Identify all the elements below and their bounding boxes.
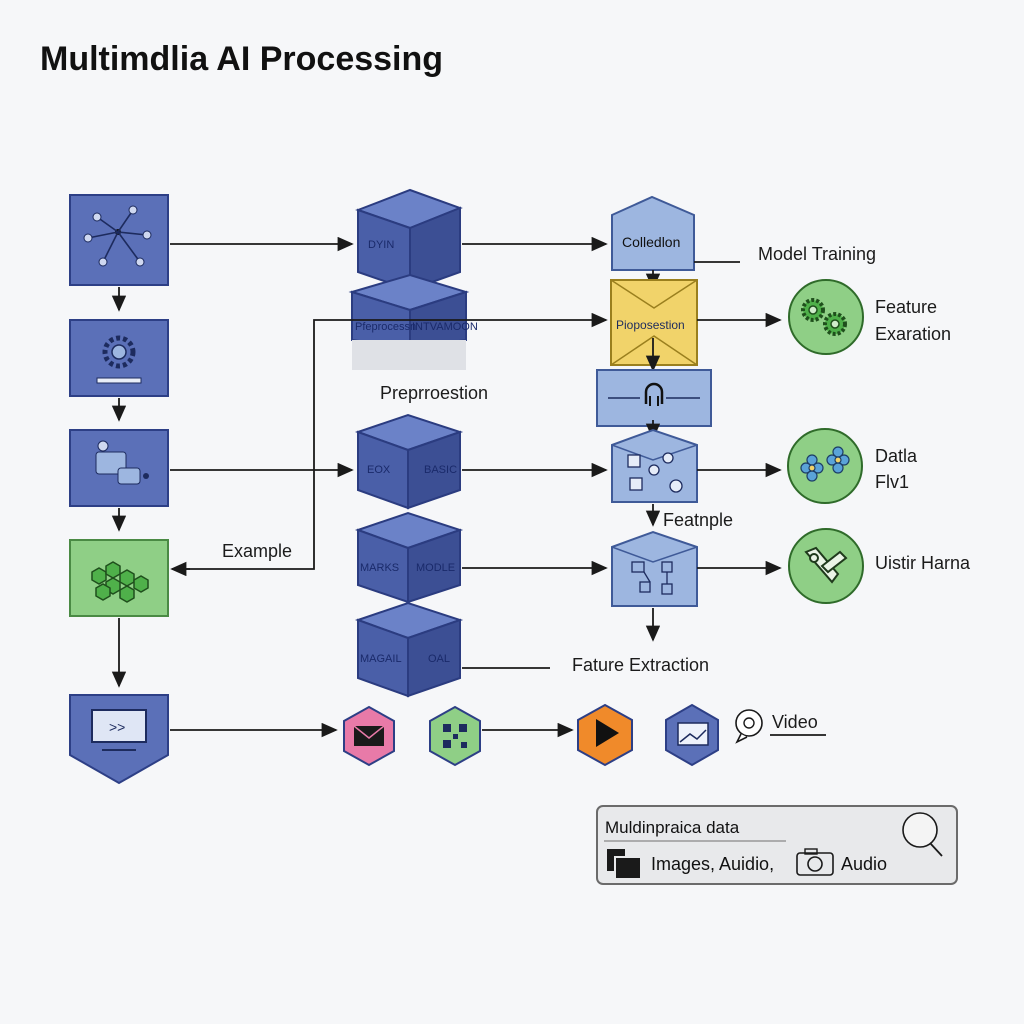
feature-cube [611,428,698,503]
cube-model: MARKS MODLE [354,511,464,604]
cube-label: BASIC [424,464,457,476]
legend: Muldinpraica data Images, Auidio, Audio [596,805,958,885]
collection-label: Colledlon [622,234,680,250]
tools-icon [804,546,848,584]
cube-preprocessing: Pfeprocessn INTVAMOON [348,273,478,370]
legend-title: Muldinpraica data [605,818,740,837]
qr-hex [429,705,481,767]
chat-node [69,429,169,507]
legend-audio: Audio [841,854,887,874]
cube-label: MARKS [360,562,399,574]
gear-node [69,319,169,397]
mail-hex [343,705,395,767]
page-title: Multimdlia AI Processing [40,40,443,78]
collection-box: Colledlon [611,195,695,271]
proposition-box: Pioposestion [610,279,698,366]
cube-label: INTVAMOON [412,321,478,333]
label-feature-top: Feature [875,297,937,317]
cube-label: DYIN [368,239,394,251]
cube-label: MAGAIL [360,653,402,665]
label-video: Video [772,712,818,732]
label-model-training: Model Training [758,244,876,264]
data-circle [787,428,863,504]
flowers-icon [800,446,850,482]
network-icon [83,205,152,267]
speech-icon [735,709,763,744]
network-cube [611,530,698,607]
label-uistir: Uistir Harna [875,553,971,573]
cube-label: Pfeprocessn [355,321,416,333]
label-featnple: Featnple [663,510,733,530]
image-hex [665,703,719,767]
network-node [69,194,169,286]
gear-icon [96,335,142,384]
cube-label: OAL [428,653,450,665]
monitor-node: >> [69,694,169,785]
cube-label: EOX [367,464,391,476]
cube-magail: MAGAIL OAL [354,601,464,698]
images-icon [607,849,642,880]
svg-text:>>: >> [109,719,125,735]
feature-circle [788,279,864,355]
label-feature-extraction: Fature Extraction [572,655,709,675]
cube-label: MODLE [416,562,455,574]
mail-icon [353,725,385,746]
label-feature-bottom: Exaration [875,324,951,344]
gears-icon [801,298,847,336]
label-data-top: Datla [875,446,918,466]
monitor-icon: >> [91,709,147,751]
image-icon [677,722,709,746]
search-icon[interactable] [902,812,943,857]
legend-items: Images, Auidio, [651,854,774,874]
hexagon-cluster-icon [91,561,149,603]
hexagon-cluster-node [69,539,169,617]
chat-icon [95,440,149,485]
lock-icon [644,382,664,406]
proposition-label: Pioposestion [616,318,685,332]
cube-basic: EOX BASIC [354,413,464,510]
label-data-bottom: Flv1 [875,472,909,492]
lock-box [596,369,712,427]
label-example: Example [222,541,292,561]
tools-circle [788,528,864,604]
play-icon [596,719,619,747]
play-hex [577,703,633,767]
label-preprocessing: Preprroestion [380,383,488,403]
camera-icon [796,848,834,876]
qr-icon [443,724,467,748]
